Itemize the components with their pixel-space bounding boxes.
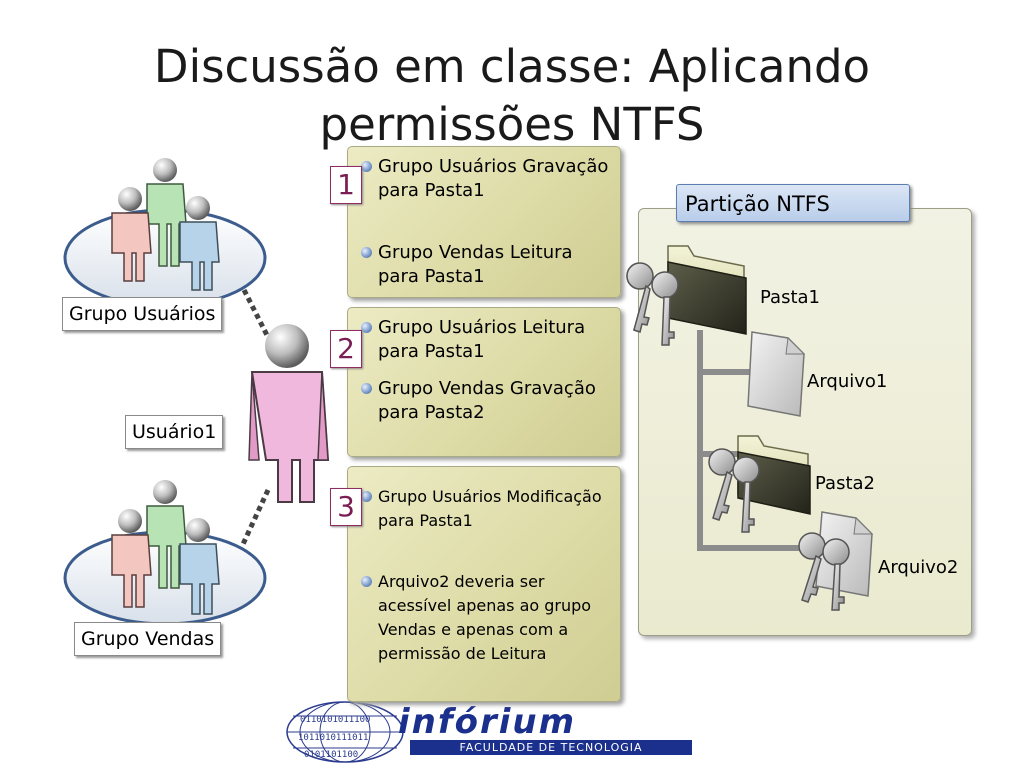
person-green-icon — [146, 480, 187, 589]
bullet-icon — [361, 322, 372, 333]
card3-bullet-1-text: Grupo Usuários Modificação para Pasta1 — [378, 487, 602, 530]
card2-bullet-1-text: Grupo Usuários Leitura para Pasta1 — [378, 317, 586, 362]
label-arquivo1: Arquivo1 — [807, 371, 888, 392]
card1-bullet-1: Grupo Usuários Gravação para Pasta1 — [361, 155, 616, 203]
connector-lines — [235, 280, 275, 557]
card1-bullet-2: Grupo Vendas Leitura para Pasta1 — [361, 241, 616, 289]
scenario-card-2: Grupo Usuários Leitura para Pasta1 Grupo… — [347, 307, 621, 457]
scenario-number-3: 3 — [330, 488, 362, 526]
label-pasta2: Pasta2 — [815, 473, 875, 494]
user1-person-icon — [248, 324, 330, 503]
person-blue-icon — [179, 518, 220, 615]
bullet-icon — [361, 576, 372, 587]
bullet-icon — [361, 161, 372, 172]
scenario-card-1: Grupo Usuários Gravação para Pasta1 Grup… — [347, 146, 621, 298]
scenario-number-1: 1 — [330, 166, 362, 204]
person-blue-icon — [179, 196, 220, 291]
label-arquivo2: Arquivo2 — [878, 557, 959, 578]
bullet-icon — [361, 383, 372, 394]
ntfs-partition-title: Partição NTFS — [676, 184, 910, 222]
group-vendas-icon — [63, 480, 267, 626]
label-grupo-usuarios: Grupo Usuários — [62, 297, 223, 331]
person-pink-icon — [111, 187, 152, 282]
inforium-logo: 0110101011100 1011010111011 0101101100 — [286, 701, 404, 763]
card3-bullet-1: Grupo Usuários Modificação para Pasta1 — [361, 485, 616, 533]
group-usuarios-icon — [63, 158, 267, 308]
scenario-card-3: Grupo Usuários Modificação para Pasta1 A… — [347, 466, 621, 702]
card1-bullet-2-text: Grupo Vendas Leitura para Pasta1 — [378, 242, 573, 287]
scenario-number-2: 2 — [330, 330, 362, 368]
slide-title: Discussão em classe: Aplicando permissõe… — [153, 40, 871, 151]
card1-bullet-1-text: Grupo Usuários Gravação para Pasta1 — [378, 156, 609, 201]
label-usuario1: Usuário1 — [125, 415, 224, 449]
card2-bullet-2-text: Grupo Vendas Gravação para Pasta2 — [378, 378, 596, 423]
bullet-icon — [361, 247, 372, 258]
card2-bullet-2: Grupo Vendas Gravação para Pasta2 — [361, 377, 616, 425]
svg-text:0110101011100: 0110101011100 — [300, 715, 370, 725]
svg-text:0101101100: 0101101100 — [304, 750, 358, 760]
logo-tagline: FACULDADE DE TECNOLOGIA — [410, 740, 692, 755]
logo-wordmark: infórium — [398, 702, 577, 742]
person-pink-icon — [111, 509, 152, 608]
label-pasta1: Pasta1 — [760, 287, 820, 308]
card3-bullet-2: Arquivo2 deveria ser acessível apenas ao… — [361, 570, 616, 666]
svg-text:1011010111011: 1011010111011 — [298, 733, 368, 743]
card2-bullet-1: Grupo Usuários Leitura para Pasta1 — [361, 316, 616, 364]
card3-bullet-2-text: Arquivo2 deveria ser acessível apenas ao… — [378, 572, 592, 663]
bullet-icon — [361, 491, 372, 502]
label-grupo-vendas: Grupo Vendas — [74, 622, 222, 656]
